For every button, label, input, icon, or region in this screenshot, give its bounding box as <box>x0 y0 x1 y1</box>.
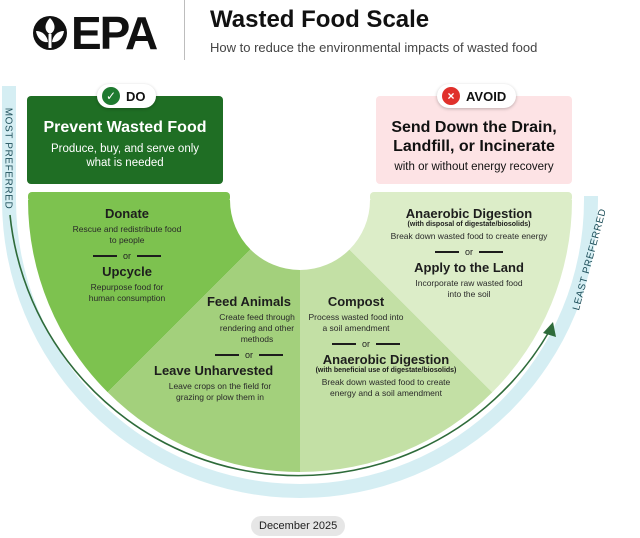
header-divider <box>184 0 185 60</box>
compost-desc: Process wasted food into a soil amendmen… <box>308 312 404 333</box>
or-divider: or <box>150 350 318 360</box>
avoid-card-title: Send Down the Drain, Landfill, or Incine… <box>391 119 557 155</box>
segment-1-text: Donate Rescue and redistribute food to p… <box>68 206 186 304</box>
apply-to-land-title: Apply to the Land <box>414 260 524 275</box>
epa-logo: EPA <box>32 7 158 59</box>
do-card-title: Prevent Wasted Food <box>43 119 207 136</box>
or-divider: or <box>68 251 186 261</box>
do-card: Prevent Wasted Food Produce, buy, and se… <box>27 96 223 184</box>
compost-title: Compost <box>327 294 385 309</box>
segment-1 <box>28 200 251 393</box>
donate-desc: Rescue and redistribute food to people <box>72 224 182 245</box>
page-title: Wasted Food Scale <box>210 6 430 33</box>
date-badge: December 2025 <box>251 516 346 536</box>
upcycle-desc: Repurpose food for human consumption <box>88 282 166 303</box>
feed-animals-title: Feed Animals <box>206 294 292 309</box>
anaerobic-digestion-disposal-title: Anaerobic Digestion <box>405 206 533 221</box>
epa-logo-text: EPA <box>71 7 158 59</box>
progress-line <box>9 214 551 477</box>
close-icon: × <box>442 87 460 105</box>
anaerobic-digestion-beneficial-desc: Break down wasted food to create energy … <box>321 377 451 398</box>
leave-unharvested-desc: Leave crops on the field for grazing or … <box>168 381 272 402</box>
segment-4-top <box>370 192 572 202</box>
segment-3-text: Compost Process wasted food into a soil … <box>306 294 466 399</box>
avoid-card-desc: with or without energy recovery <box>394 161 554 173</box>
segment-1-top <box>28 192 230 202</box>
do-card-desc: Produce, buy, and serve only what is nee… <box>50 143 200 169</box>
feed-animals-desc: Create feed through rendering and other … <box>219 312 295 344</box>
segment-2 <box>107 249 300 472</box>
segment-2-text: Feed Animals Create feed through renderi… <box>150 294 318 403</box>
anaerobic-digestion-disposal-desc: Break down wasted food to create energy <box>390 231 548 241</box>
leave-unharvested-title: Leave Unharvested <box>154 363 274 378</box>
epa-flower-icon <box>33 16 67 50</box>
segment-4-text: Anaerobic Digestion (with disposal of di… <box>384 206 554 300</box>
avoid-badge: × AVOID <box>437 84 517 108</box>
donate-title: Donate <box>104 206 150 221</box>
segment-3 <box>300 249 493 472</box>
do-badge: ✓ DO <box>97 84 156 108</box>
or-divider: or <box>384 247 554 257</box>
segment-4 <box>349 200 572 393</box>
do-badge-label: DO <box>126 88 146 104</box>
progress-arrowhead <box>543 322 556 337</box>
most-preferred-label: MOST PREFERRED <box>2 107 14 210</box>
anaerobic-digestion-beneficial-title: Anaerobic Digestion <box>322 352 450 367</box>
avoid-card: Send Down the Drain, Landfill, or Incine… <box>376 96 572 184</box>
apply-to-land-desc: Incorporate raw wasted food into the soi… <box>415 278 523 299</box>
check-icon: ✓ <box>102 87 120 105</box>
page-subtitle: How to reduce the environmental impacts … <box>210 40 538 55</box>
upcycle-title: Upcycle <box>102 264 152 279</box>
avoid-badge-label: AVOID <box>466 88 507 104</box>
anaerobic-digestion-beneficial-sub: (with beneficial use of digestate/biosol… <box>315 367 457 374</box>
or-divider: or <box>306 339 426 349</box>
anaerobic-digestion-disposal-sub: (with disposal of digestate/biosolids) <box>407 221 531 228</box>
